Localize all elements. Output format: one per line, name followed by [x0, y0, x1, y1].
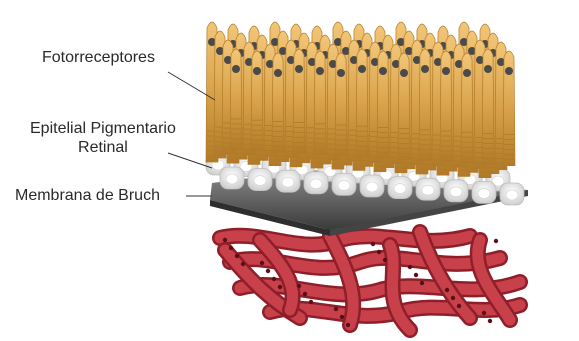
blood-cell	[482, 311, 486, 315]
rpe-nucleus	[282, 177, 294, 187]
label-photoreceptors: Fotorreceptores	[42, 48, 155, 67]
blood-cell	[371, 242, 375, 246]
rpe-nucleus	[310, 179, 322, 189]
photoreceptor-nucleus	[442, 67, 450, 75]
photoreceptor-nucleus	[484, 65, 492, 73]
photoreceptor-nucleus	[421, 65, 429, 73]
blood-cell	[457, 304, 461, 308]
rpe-nucleus	[254, 176, 266, 186]
blood-cell	[223, 238, 227, 242]
photoreceptor-nucleus	[232, 65, 240, 73]
blood-cell	[278, 285, 282, 289]
choroid-layer	[220, 232, 520, 330]
photoreceptor-cell	[314, 51, 326, 155]
blood-cell	[309, 300, 313, 304]
photoreceptor-nucleus	[295, 65, 303, 73]
photoreceptor-cell	[251, 51, 263, 151]
photoreceptor-nucleus	[505, 67, 513, 75]
rpe-nucleus	[394, 184, 406, 194]
rpe-nucleus	[338, 180, 350, 190]
photoreceptor-nucleus	[463, 69, 471, 77]
photoreceptor-nucleus	[316, 67, 324, 75]
label-rpe-line1: Epitelial Pigmentario	[30, 119, 176, 138]
photoreceptor-nucleus	[358, 65, 366, 73]
blood-cell	[494, 239, 498, 243]
rpe-nucleus	[450, 187, 462, 197]
label-bruch-membrane: Membrana de Bruch	[15, 186, 160, 205]
photoreceptor-nucleus	[274, 69, 282, 77]
blood-cell	[260, 261, 264, 265]
photoreceptor-cell	[272, 53, 284, 152]
blood-cell	[303, 292, 307, 296]
blood-cell	[235, 254, 239, 258]
blood-cell	[229, 246, 233, 250]
blood-cell	[377, 250, 381, 254]
blood-cell	[340, 315, 344, 319]
photoreceptor-nucleus	[400, 69, 408, 77]
label-rpe: Epitelial Pigmentario Retinal	[30, 119, 176, 157]
blood-cell	[266, 269, 270, 273]
rpe-nucleus	[226, 174, 238, 184]
blood-cell	[334, 307, 338, 311]
photoreceptor-cell	[230, 49, 242, 150]
blood-cell	[297, 284, 301, 288]
rpe-nucleus	[506, 190, 518, 200]
rpe-nucleus	[422, 185, 434, 195]
blood-cell	[451, 296, 455, 300]
blood-cell	[272, 277, 276, 281]
blood-cell	[408, 265, 412, 269]
photoreceptor-cell	[335, 53, 347, 156]
photoreceptor-nucleus	[379, 67, 387, 75]
photoreceptor-layer	[206, 22, 515, 178]
blood-cell	[420, 281, 424, 285]
rpe-nucleus	[478, 188, 490, 198]
label-rpe-line2: Retinal	[30, 138, 176, 157]
rpe-nucleus	[366, 182, 378, 192]
blood-cell	[488, 319, 492, 323]
photoreceptor-nucleus	[337, 69, 345, 77]
blood-cell	[383, 258, 387, 262]
blood-cell	[241, 262, 245, 266]
blood-cell	[414, 273, 418, 277]
photoreceptor-nucleus	[253, 67, 261, 75]
blood-cell	[346, 323, 350, 327]
blood-cell	[445, 288, 449, 292]
